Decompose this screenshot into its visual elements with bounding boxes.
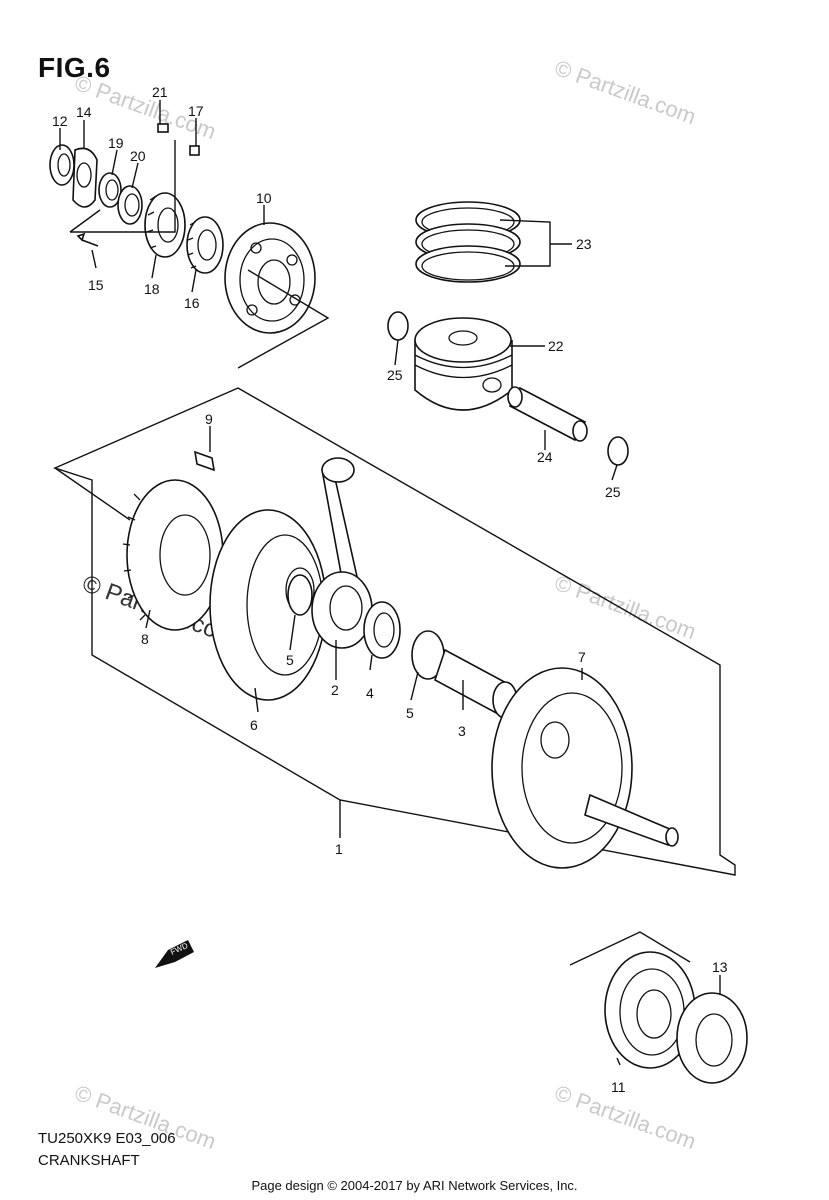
callout-25: 25 [387,367,403,383]
callout-17: 17 [188,103,204,119]
diagram-code: TU250XK9 E03_006 [38,1130,176,1147]
piston-rings-23 [415,201,521,283]
callout-5: 5 [406,705,414,721]
callout-3: 3 [458,723,466,739]
crank-half-7 [491,667,679,869]
key-9 [193,450,216,472]
callout-18: 18 [144,281,160,297]
crank-pin-3 [434,648,518,719]
callout-14: 14 [76,104,92,120]
callout-10: 10 [256,190,272,206]
primary-drive-group [49,123,330,369]
fwd-arrow: FWD [155,940,194,968]
bearing-10 [224,222,316,334]
circlip-25 [607,436,629,466]
starter-gear-8 [122,479,224,631]
callout-2: 2 [331,682,339,698]
callout-7: 7 [578,649,586,665]
needle-bearing-4 [363,601,401,659]
footer-credit: Page design © 2004-2017 by ARI Network S… [251,1178,578,1193]
retainer-plate-14 [72,147,98,208]
key-21 [157,123,169,133]
callout-24: 24 [537,449,553,465]
oil-seal-13 [676,992,748,1084]
figure-label: FIG.6 [38,52,111,83]
callout-15: 15 [88,277,104,293]
callout-9: 9 [205,411,213,427]
callout-12: 12 [52,113,68,129]
callout-4: 4 [366,685,374,701]
piston-pin-24 [507,386,588,442]
circlip-25 [387,311,409,341]
crank-half-6 [209,509,327,701]
crankshaft-assembly-group [53,387,736,876]
callout-13: 13 [712,959,728,975]
callout-25: 25 [605,484,621,500]
callout-1: 1 [335,841,343,857]
callouts: 1 2 3 4 5 5 6 7 8 9 10 11 12 13 14 15 16… [52,84,728,1095]
callout-5: 5 [286,652,294,668]
gear-16 [186,216,224,274]
callout-22: 22 [548,338,564,354]
callout-6: 6 [250,717,258,733]
key-17 [189,145,200,156]
piston-group [387,201,629,466]
washer-5 [287,574,313,616]
callout-8: 8 [141,631,149,647]
gear-18 [144,192,186,258]
connecting-rod-2 [311,457,373,649]
bolt-15 [76,232,99,247]
diagram-title: CRANKSHAFT [38,1152,140,1169]
callout-21: 21 [152,84,168,100]
callout-23: 23 [576,236,592,252]
callout-20: 20 [130,148,146,164]
piston-22 [414,317,513,411]
callout-19: 19 [108,135,124,151]
bearing-seal-group [569,931,748,1084]
callout-11: 11 [611,1079,626,1095]
callout-16: 16 [184,295,200,311]
leader-lines [59,100,721,1066]
